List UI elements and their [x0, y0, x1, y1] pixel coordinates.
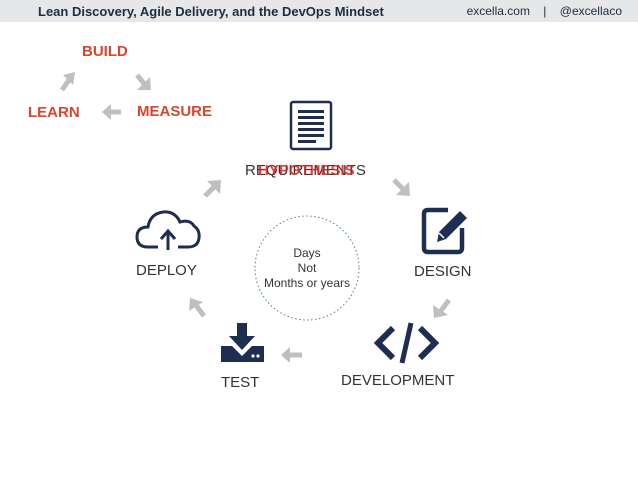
arrow-deploy-to-requirements [203, 180, 221, 198]
measure-label: MEASURE [137, 103, 213, 120]
hypothesis-label: HYPOTHESIS [258, 162, 355, 179]
mini-arrow-measure-to-learn [102, 104, 121, 120]
download-icon [221, 323, 264, 362]
header-separator: | [543, 4, 547, 18]
learn-label: LEARN [28, 104, 80, 121]
center-circle [254, 215, 360, 321]
cloud-upload-icon [135, 210, 201, 250]
development-label: DEVELOPMENT [341, 372, 455, 389]
document-icon [289, 100, 333, 151]
test-label: TEST [221, 374, 260, 391]
header-contact: excella.com | @excellaco [467, 4, 622, 18]
build-label: BUILD [82, 43, 128, 60]
center-line-1: Days [293, 246, 321, 260]
design-label: DESIGN [414, 263, 472, 280]
center-line-2: Not [297, 261, 317, 275]
deploy-label: DEPLOY [136, 262, 197, 279]
mini-arrow-build-to-measure [135, 73, 151, 90]
header-bar: Lean Discovery, Agile Delivery, and the … [0, 0, 638, 22]
arrow-test-to-deploy [189, 298, 206, 318]
code-icon [373, 322, 440, 364]
twitter-handle[interactable]: @excellaco [559, 4, 622, 18]
edit-icon [421, 207, 467, 255]
site-link[interactable]: excella.com [466, 4, 530, 18]
requirements-label: REQUIREMENTS [245, 162, 366, 179]
center-line-3: Months or years [263, 276, 351, 290]
arrow-requirements-to-design [392, 178, 410, 196]
page-title: Lean Discovery, Agile Delivery, and the … [38, 4, 384, 19]
arrow-development-to-test [281, 347, 302, 363]
arrow-design-to-development [433, 298, 451, 318]
center-message: Days Not Months or years [252, 246, 362, 291]
mini-arrow-learn-to-build [59, 72, 75, 92]
